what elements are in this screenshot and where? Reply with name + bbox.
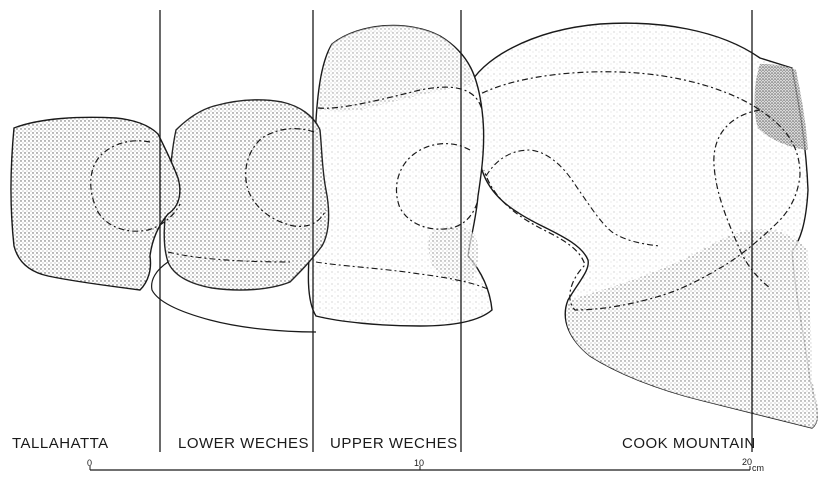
formation-label-cook-mountain: COOK MOUNTAIN bbox=[622, 436, 756, 451]
cook-mountain-specimen bbox=[468, 23, 818, 428]
upper-weches-specimen bbox=[308, 26, 492, 326]
scale-label-unit: cm bbox=[752, 464, 764, 473]
formation-label-lower-weches: LOWER WECHES bbox=[178, 436, 309, 451]
formation-label-tallahatta: TALLAHATTA bbox=[12, 436, 109, 451]
formation-label-upper-weches: UPPER WECHES bbox=[330, 436, 458, 451]
scale-label-end: 20 bbox=[742, 458, 752, 467]
lower-weches-specimen bbox=[152, 100, 329, 332]
tallahatta-outline bbox=[11, 117, 180, 290]
scale-label-mid: 10 bbox=[414, 459, 424, 468]
tallahatta-specimen bbox=[11, 117, 180, 290]
scale-label-start: 0 bbox=[87, 459, 92, 468]
